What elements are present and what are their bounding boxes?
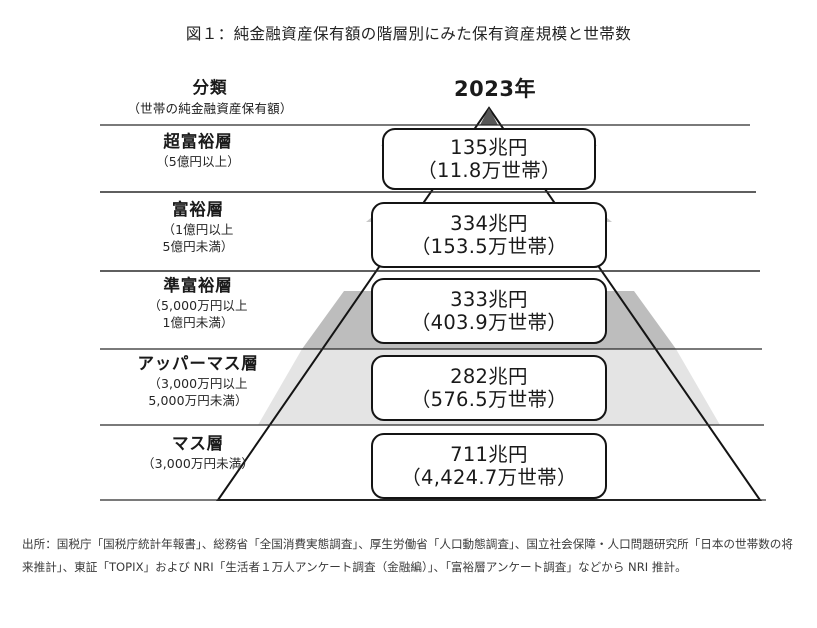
tier-range: （1億円以上 5億円未満）: [48, 222, 348, 256]
tier-name: 準富裕層: [163, 276, 233, 295]
value-households: （4,424.7万世帯）: [401, 466, 577, 489]
classification-header-main: 分類: [192, 78, 228, 97]
tier-label-chofuyuso: 超富裕層 （5億円以上）: [48, 132, 348, 171]
tier-range-line: （5億円以上）: [156, 153, 240, 169]
value-households: （403.9万世帯）: [410, 311, 568, 334]
page-title: 図１：純金融資産保有額の階層別にみた保有資産規模と世帯数: [185, 25, 632, 43]
value-amount: 711兆円: [450, 443, 528, 466]
value-amount: 333兆円: [450, 288, 528, 311]
tier-name: 超富裕層: [163, 132, 233, 151]
tier-range-line: 5,000万円未満）: [148, 392, 248, 408]
tier-name: 富裕層: [172, 200, 224, 219]
value-box-mass: 711兆円 （4,424.7万世帯）: [371, 433, 607, 499]
tier-range-line: （5,000万円以上: [148, 297, 248, 313]
value-amount: 282兆円: [450, 365, 528, 388]
tier-range: （5億円以上）: [48, 154, 348, 171]
pyramid-chart: 分類 （世帯の純金融資産保有額） 2023年 超富裕層 （5億円以上） 135兆…: [0, 70, 817, 520]
year-header: 2023年: [454, 77, 536, 101]
value-households: （11.8万世帯）: [417, 159, 561, 182]
source-note: 出所：国税庁「国税庁統計年報書」、総務省「全国消費実態調査」、厚生労働省「人口動…: [22, 537, 793, 574]
value-box-junfuyuso: 333兆円 （403.9万世帯）: [371, 278, 607, 344]
value-box-chofuyuso: 135兆円 （11.8万世帯）: [382, 128, 596, 190]
tier-range: （3,000万円未満）: [48, 456, 348, 473]
tier-range-line: （3,000万円未満）: [142, 455, 254, 471]
value-amount: 334兆円: [450, 212, 528, 235]
tier-range: （5,000万円以上 1億円未満）: [48, 298, 348, 332]
tier-range: （3,000万円以上 5,000万円未満）: [48, 376, 348, 410]
tier-range-line: 1億円未満）: [162, 314, 234, 330]
value-box-uppermass: 282兆円 （576.5万世帯）: [371, 355, 607, 421]
tier-name: アッパーマス層: [137, 354, 259, 373]
tier-label-fuyuso: 富裕層 （1億円以上 5億円未満）: [48, 200, 348, 256]
tier-range-line: 5億円未満）: [162, 238, 234, 254]
value-amount: 135兆円: [450, 136, 528, 159]
tier-range-line: （3,000万円以上: [148, 375, 248, 391]
tier-label-mass: マス層 （3,000万円未満）: [48, 434, 348, 473]
value-households: （576.5万世帯）: [410, 388, 568, 411]
tier-range-line: （1億円以上: [162, 221, 234, 237]
tier-name: マス層: [172, 434, 224, 453]
value-box-fuyuso: 334兆円 （153.5万世帯）: [371, 202, 607, 268]
pyramid-apex-marker: [480, 108, 498, 125]
tier-label-uppermass: アッパーマス層 （3,000万円以上 5,000万円未満）: [48, 354, 348, 410]
value-households: （153.5万世帯）: [410, 235, 568, 258]
tier-label-junfuyuso: 準富裕層 （5,000万円以上 1億円未満）: [48, 276, 348, 332]
classification-header: 分類 （世帯の純金融資産保有額）: [60, 78, 360, 116]
classification-header-sub: （世帯の純金融資産保有額）: [127, 100, 293, 116]
